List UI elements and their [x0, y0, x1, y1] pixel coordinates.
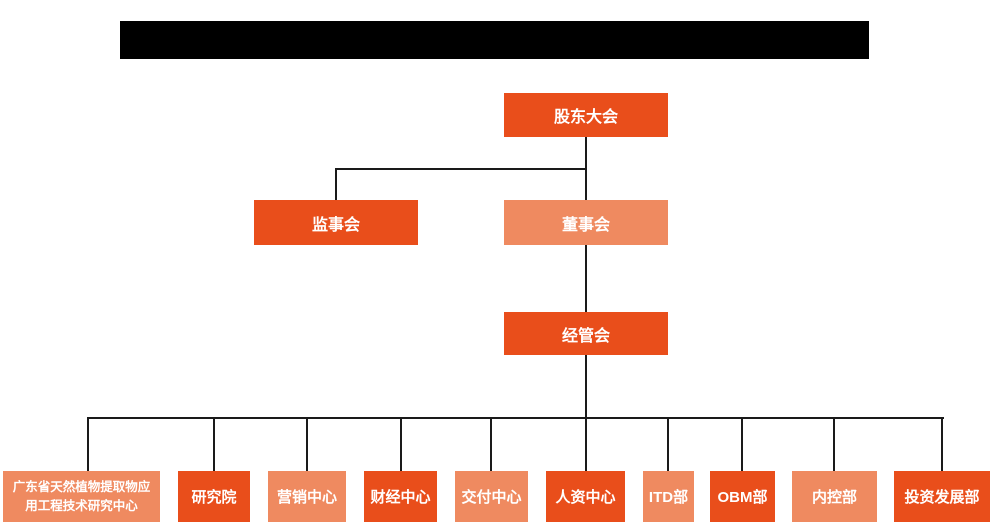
connector-line: [335, 168, 587, 170]
connector-line: [490, 419, 492, 471]
node-dept-obm: OBM部: [710, 471, 775, 522]
node-dept-investment-development: 投资发展部: [894, 471, 990, 522]
connector-line: [87, 417, 944, 419]
connector-line: [941, 419, 943, 471]
connector-line: [213, 419, 215, 471]
node-dept-research-center: 广东省天然植物提取物应用工程技术研究中心: [3, 471, 160, 522]
node-shareholders-meeting: 股东大会: [504, 93, 668, 137]
node-supervisory-board: 监事会: [254, 200, 418, 245]
connector-line: [585, 245, 587, 312]
node-management-committee: 经管会: [504, 312, 668, 355]
connector-line: [667, 419, 669, 471]
node-dept-itd: ITD部: [643, 471, 694, 522]
connector-line: [741, 419, 743, 471]
node-dept-research-institute: 研究院: [178, 471, 250, 522]
connector-line: [585, 355, 587, 417]
node-board-of-directors: 董事会: [504, 200, 668, 245]
node-dept-delivery-center: 交付中心: [455, 471, 528, 522]
connector-line: [400, 419, 402, 471]
node-dept-hr-center: 人资中心: [546, 471, 625, 522]
connector-line: [833, 419, 835, 471]
connector-line: [87, 419, 89, 471]
connector-line: [585, 419, 587, 471]
connector-line: [585, 170, 587, 200]
node-dept-internal-control: 内控部: [792, 471, 877, 522]
connector-line: [585, 137, 587, 170]
node-dept-marketing-center: 营销中心: [268, 471, 346, 522]
connector-line: [335, 170, 337, 200]
node-dept-finance-center: 财经中心: [364, 471, 437, 522]
redacted-title-bar: [120, 21, 869, 59]
connector-line: [306, 419, 308, 471]
